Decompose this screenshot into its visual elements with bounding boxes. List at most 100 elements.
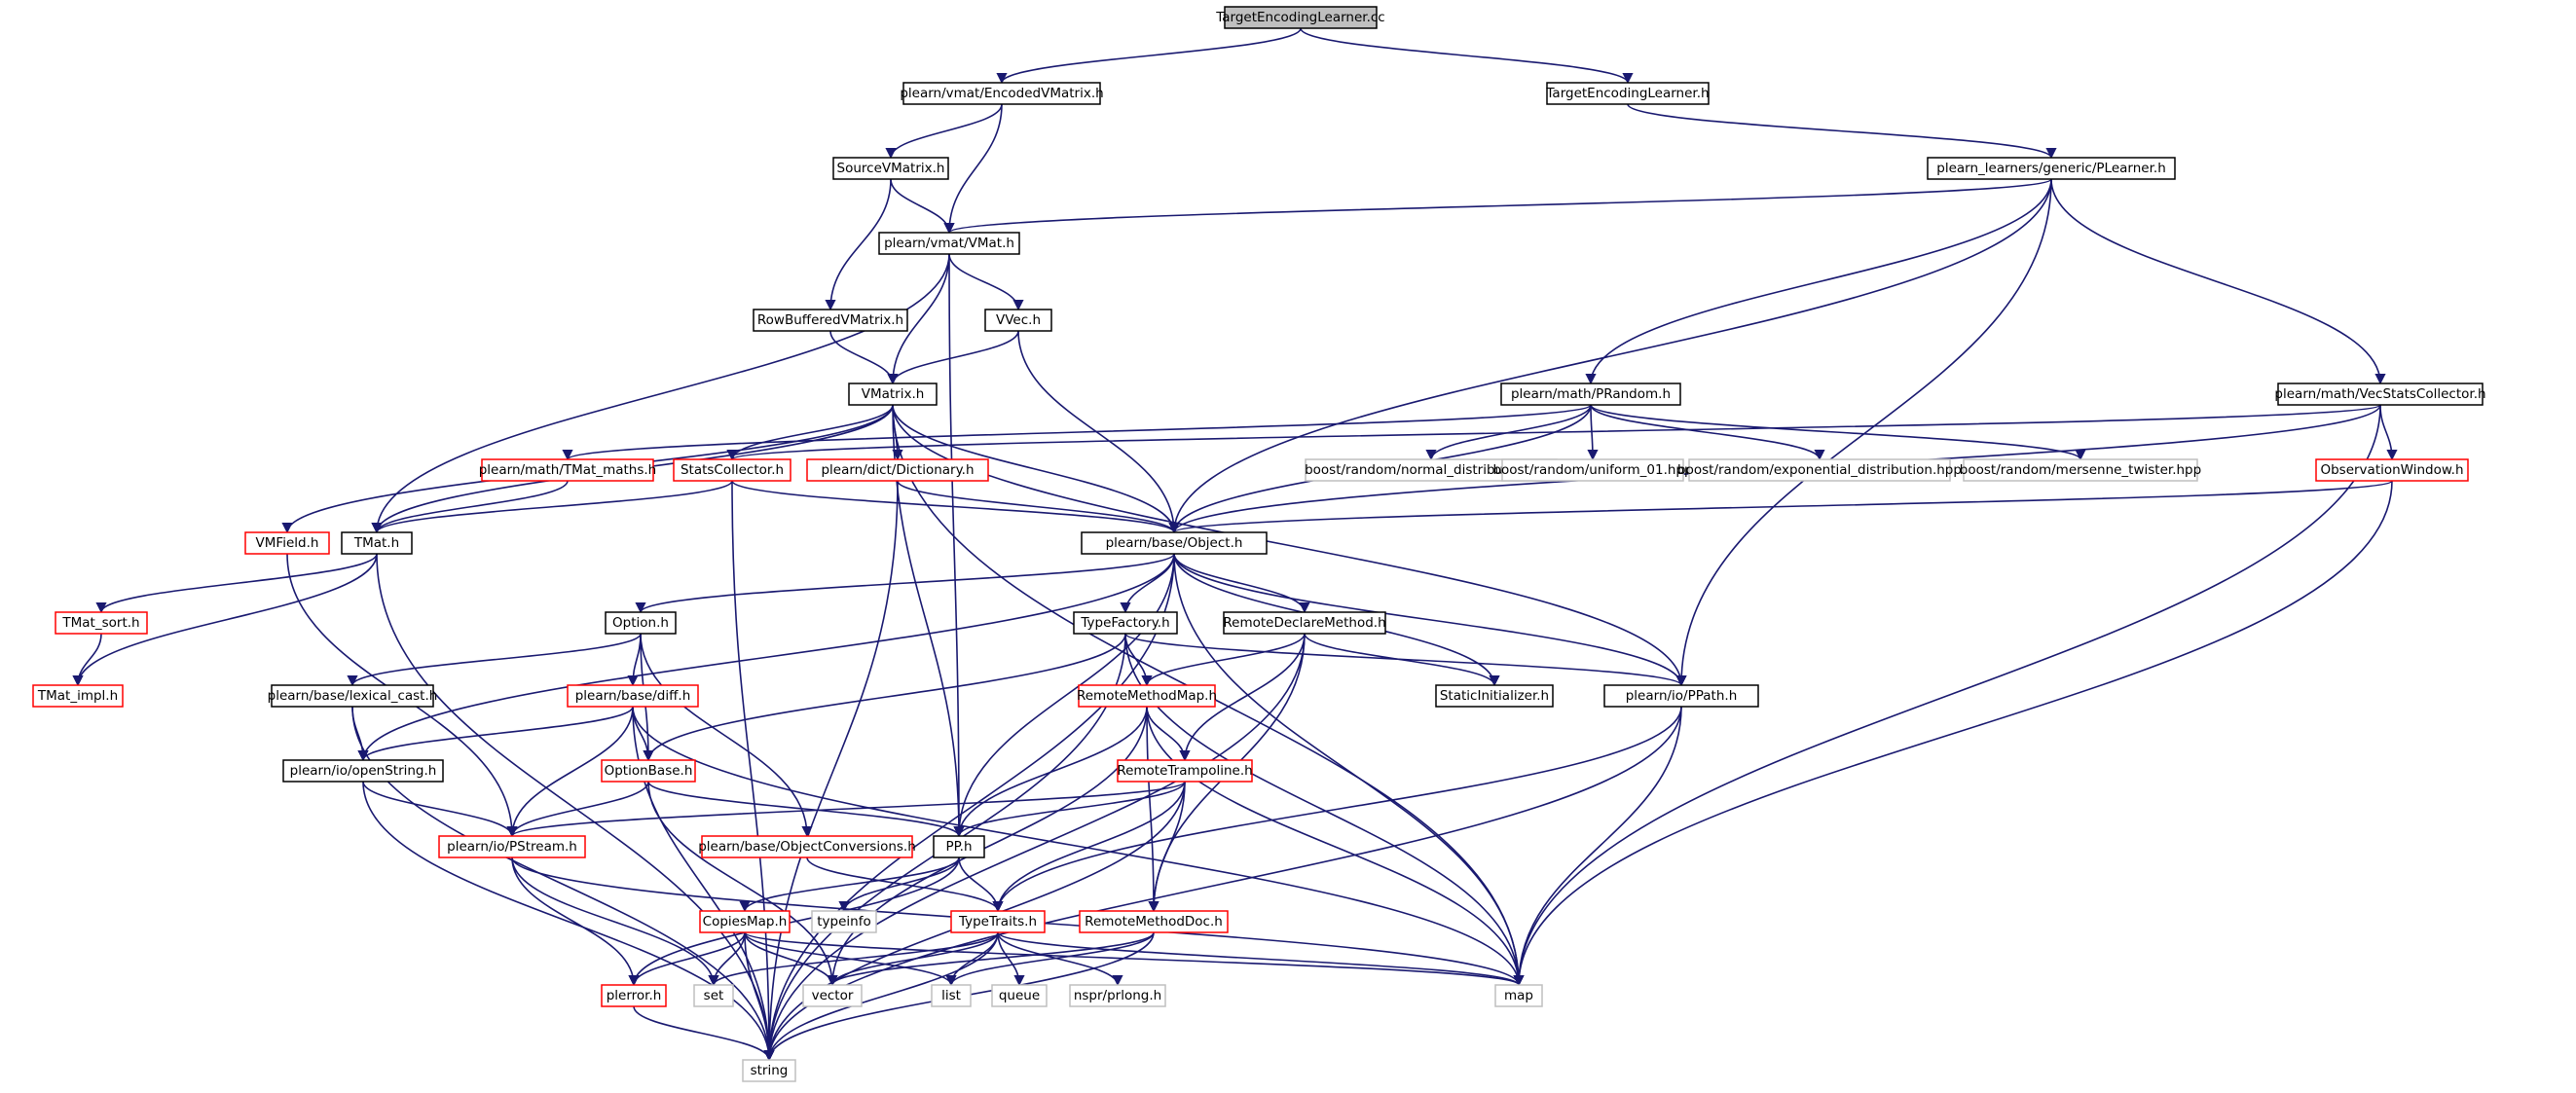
node-box xyxy=(1223,611,1386,635)
node-box xyxy=(2277,383,2484,406)
edge-copiesmap-to-plerror xyxy=(628,931,746,987)
node-copiesmap[interactable]: CopiesMap.h xyxy=(699,910,791,933)
edge-statscol-to-tmat xyxy=(371,480,733,534)
edge-object-to-openstring xyxy=(357,553,1175,762)
node-pp[interactable]: PP.h xyxy=(933,835,985,858)
node-expo: boost/random/exponential_distribution.hp… xyxy=(1677,458,1962,482)
edge-typetraits-to-queue xyxy=(997,931,1025,987)
edge-vmatrix-to-object xyxy=(892,404,1180,534)
node-rowbuf[interactable]: RowBufferedVMatrix.h xyxy=(753,309,908,332)
node-box xyxy=(931,984,972,1007)
node-tmat[interactable]: TMat.h xyxy=(341,531,413,555)
edge-root-to-encoded xyxy=(996,27,1302,85)
node-obswin[interactable]: ObservationWindow.h xyxy=(2315,458,2469,482)
node-prandom[interactable]: plearn/math/PRandom.h xyxy=(1500,383,1681,406)
node-box xyxy=(673,458,791,482)
edge-remotedeclare-to-remotetramp xyxy=(1179,633,1306,762)
node-typetraits[interactable]: TypeTraits.h xyxy=(950,910,1046,933)
node-pstream[interactable]: plearn/io/PStream.h xyxy=(438,835,586,858)
edge-vvec-to-vmatrix xyxy=(887,330,1019,385)
edge-vmatrix-to-statscol xyxy=(726,404,894,461)
edge-optionbase-to-pstream xyxy=(506,781,649,838)
node-sourcev[interactable]: SourceVMatrix.h xyxy=(832,157,949,180)
node-nspr: nspr/prlong.h xyxy=(1069,984,1166,1007)
node-lexical[interactable]: plearn/base/lexical_cast.h xyxy=(268,684,438,708)
node-remotedeclare[interactable]: RemoteDeclareMethod.h xyxy=(1223,611,1386,635)
node-tel[interactable]: TargetEncodingLearner.h xyxy=(1545,82,1710,105)
edge-pp-to-plerror xyxy=(628,856,960,987)
edge-encoded-to-vmat xyxy=(943,103,1003,235)
edge-object-to-pp xyxy=(953,553,1175,838)
node-box xyxy=(742,1059,796,1082)
node-encoded[interactable]: plearn/vmat/EncodedVMatrix.h xyxy=(900,82,1104,105)
node-object[interactable]: plearn/base/Object.h xyxy=(1081,531,1268,555)
node-box xyxy=(832,157,949,180)
node-tmatmaths[interactable]: plearn/math/TMat_maths.h xyxy=(479,458,657,482)
edge-vmatrix-to-ppath xyxy=(892,404,1687,687)
node-typefactory[interactable]: TypeFactory.h xyxy=(1073,611,1178,635)
node-remotedoc[interactable]: RemoteMethodDoc.h xyxy=(1079,910,1229,933)
edge-dict-to-string xyxy=(763,480,899,1062)
node-box xyxy=(699,910,791,933)
node-box xyxy=(693,984,734,1007)
node-vmat[interactable]: plearn/vmat/VMat.h xyxy=(878,232,1020,255)
edge-remotetramp-to-pp xyxy=(953,781,1186,838)
node-label: TMat_impl.h xyxy=(37,688,118,704)
node-vmatrix[interactable]: VMatrix.h xyxy=(848,383,938,406)
node-objconv[interactable]: plearn/base/ObjectConversions.h xyxy=(698,835,916,858)
node-openstring[interactable]: plearn/io/openString.h xyxy=(282,759,444,783)
node-label: Option.h xyxy=(612,615,669,631)
node-box xyxy=(1927,157,2176,180)
node-box xyxy=(1963,458,2198,482)
node-box xyxy=(701,835,913,858)
edge-prandom-to-expo xyxy=(1590,404,1825,461)
node-root[interactable]: TargetEncodingLearner.cc xyxy=(1215,6,1385,29)
node-label: set xyxy=(704,988,724,1003)
node-staticinit[interactable]: StaticInitializer.h xyxy=(1435,684,1554,708)
edge-diff-to-openstring xyxy=(357,706,634,762)
edge-plearner-to-prandom xyxy=(1585,178,2052,385)
node-diff[interactable]: plearn/base/diff.h xyxy=(567,684,699,708)
node-box xyxy=(438,835,586,858)
node-label: StatsCollector.h xyxy=(681,462,784,478)
node-statscol[interactable]: StatsCollector.h xyxy=(673,458,791,482)
node-label: TargetEncodingLearner.cc xyxy=(1215,10,1384,25)
edge-option-to-lexical xyxy=(347,633,642,687)
edge-obswin-to-object xyxy=(1168,480,2393,534)
node-remotetramp[interactable]: RemoteTrampoline.h xyxy=(1117,759,1253,783)
node-label: plearn/io/openString.h xyxy=(290,763,437,779)
dependency-edges xyxy=(72,27,2398,1062)
edge-optionbase-to-vector xyxy=(647,781,838,987)
node-label: RemoteMethodMap.h xyxy=(1077,688,1217,704)
node-box xyxy=(605,611,677,635)
node-normal: boost/random/normal_distribution.hpp xyxy=(1305,458,1558,482)
node-label: vector xyxy=(812,988,854,1003)
node-plerror[interactable]: plerror.h xyxy=(601,984,667,1007)
node-vecstats[interactable]: plearn/math/VecStatsCollector.h xyxy=(2274,383,2486,406)
node-box xyxy=(55,611,148,635)
node-box xyxy=(567,684,699,708)
node-label: RemoteTrampoline.h xyxy=(1117,763,1252,779)
edge-remotedeclare-to-staticinit xyxy=(1304,633,1500,687)
node-remotemap[interactable]: RemoteMethodMap.h xyxy=(1077,684,1217,708)
node-vmfield[interactable]: VMField.h xyxy=(244,531,330,555)
node-label: VMField.h xyxy=(256,535,319,551)
node-dict[interactable]: plearn/dict/Dictionary.h xyxy=(806,458,989,482)
node-tmatsort[interactable]: TMat_sort.h xyxy=(55,611,148,635)
node-box xyxy=(1078,684,1216,708)
edge-tmatsort-to-tmatimpl xyxy=(72,633,102,687)
header-file-nodes: TargetEncodingLearner.cc plearn/vmat/Enco… xyxy=(32,6,2486,1082)
node-option[interactable]: Option.h xyxy=(605,611,677,635)
node-box xyxy=(991,984,1048,1007)
node-ppath[interactable]: plearn/io/PPath.h xyxy=(1603,684,1759,708)
node-optionbase[interactable]: OptionBase.h xyxy=(601,759,696,783)
edge-remotedeclare-to-remotemap xyxy=(1141,633,1306,687)
node-plearner[interactable]: plearn_learners/generic/PLearner.h xyxy=(1927,157,2176,180)
edge-object-to-remotedeclare xyxy=(1173,553,1310,614)
node-tmatimpl[interactable]: TMat_impl.h xyxy=(32,684,124,708)
node-vvec[interactable]: VVec.h xyxy=(984,309,1052,332)
node-label: plearn/base/diff.h xyxy=(575,688,691,704)
edge-typetraits-to-string xyxy=(763,931,999,1062)
edge-pp-to-copiesmap xyxy=(739,856,960,913)
